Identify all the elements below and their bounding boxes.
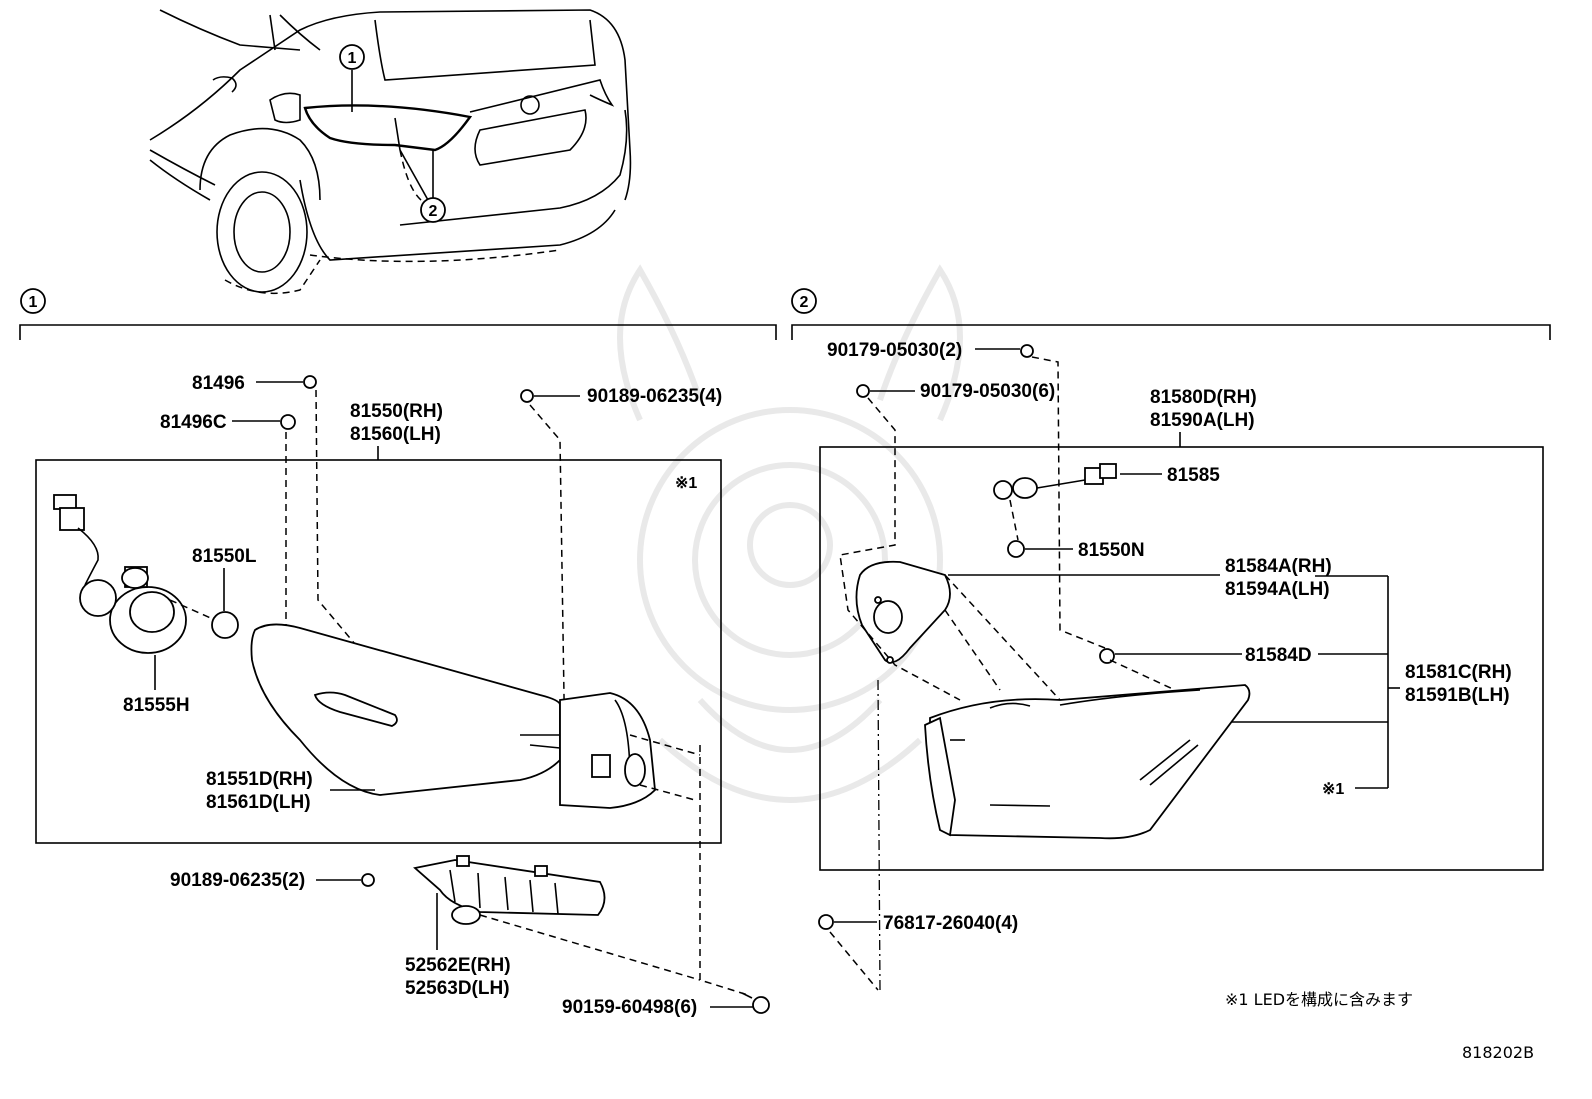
car-rear-view <box>149 9 632 295</box>
note-mark-2: ※1 <box>1322 781 1344 798</box>
label-81550n: 81550N <box>1078 540 1145 561</box>
footnote-led-note: ※1 LEDを構成に含みます <box>1225 990 1413 1009</box>
note-mark-1: ※1 <box>675 475 697 492</box>
diagram-code: 818202B <box>1462 1043 1534 1062</box>
label-81584a-rh: 81584A(RH) <box>1225 556 1332 577</box>
label-81550-rh: 81550(RH) <box>350 401 443 422</box>
car-callout-2: 2 <box>399 149 446 223</box>
label-52562e-rh: 52562E(RH) <box>405 955 511 976</box>
section-1: 1 ※1 81496 81496C 81550(RH) 81560(LH) 90… <box>19 288 777 1018</box>
svg-text:1: 1 <box>29 294 38 311</box>
bulb-81550l: 81550L <box>192 546 257 639</box>
label-81581c-rh: 81581C(RH) <box>1405 662 1512 683</box>
label-81561d-lh: 81561D(LH) <box>206 792 311 813</box>
section-2: 2 90179-05030(2) 90179-05030(6) 81580D(R… <box>791 288 1551 991</box>
svg-text:2: 2 <box>800 294 809 311</box>
lens-81551d <box>250 623 561 796</box>
screw-90189-4 <box>520 389 534 403</box>
screw-90189-2 <box>361 873 375 887</box>
svg-text:2: 2 <box>429 203 438 220</box>
label-90179-05030-2: 90179-05030(2) <box>827 340 962 361</box>
clip-81496 <box>303 375 317 389</box>
clip-90179-6 <box>856 384 870 398</box>
section-1-marker: 1 <box>20 288 46 314</box>
label-81584d: 81584D <box>1245 645 1312 666</box>
label-81560-lh: 81560(LH) <box>350 424 441 445</box>
label-52563d-lh: 52563D(LH) <box>405 978 510 999</box>
label-90189-06235-4: 90189-06235(4) <box>587 386 722 407</box>
label-76817-26040-4: 76817-26040(4) <box>883 913 1018 934</box>
label-81496: 81496 <box>192 373 245 394</box>
label-90189-06235-2: 90189-06235(2) <box>170 870 305 891</box>
label-81551d-rh: 81551D(RH) <box>206 769 313 790</box>
bracket-52562e <box>413 855 606 925</box>
label-81555h: 81555H <box>123 695 190 716</box>
section-2-marker: 2 <box>791 288 817 314</box>
clip-76817-4 <box>818 914 834 930</box>
label-81580d-rh: 81580D(RH) <box>1150 387 1257 408</box>
label-90179-05030-6: 90179-05030(6) <box>920 381 1055 402</box>
bulb-socket-81555h: 81555H <box>53 494 190 716</box>
watermark-emblem <box>617 264 963 803</box>
label-90159-60498-6: 90159-60498(6) <box>562 997 697 1018</box>
clip-90179-2 <box>1020 344 1034 358</box>
label-81591b-lh: 81591B(LH) <box>1405 685 1510 706</box>
clip-81496c <box>280 414 296 430</box>
bulb-81550n <box>1007 540 1025 558</box>
label-81594a-lh: 81594A(LH) <box>1225 579 1330 600</box>
car-callout-1: 1 <box>339 44 365 112</box>
label-81496c: 81496C <box>160 412 227 433</box>
tail-lamp-81581c <box>924 684 1251 840</box>
gasket-81584a <box>855 560 951 664</box>
svg-text:1: 1 <box>348 50 357 67</box>
socket-81585: 81585 <box>993 463 1220 500</box>
label-81585: 81585 <box>1167 465 1220 486</box>
label-81590a-lh: 81590A(LH) <box>1150 410 1255 431</box>
label-81550l: 81550L <box>192 546 257 567</box>
screw-90159-6 <box>710 992 770 1014</box>
housing-81550 <box>559 692 656 809</box>
